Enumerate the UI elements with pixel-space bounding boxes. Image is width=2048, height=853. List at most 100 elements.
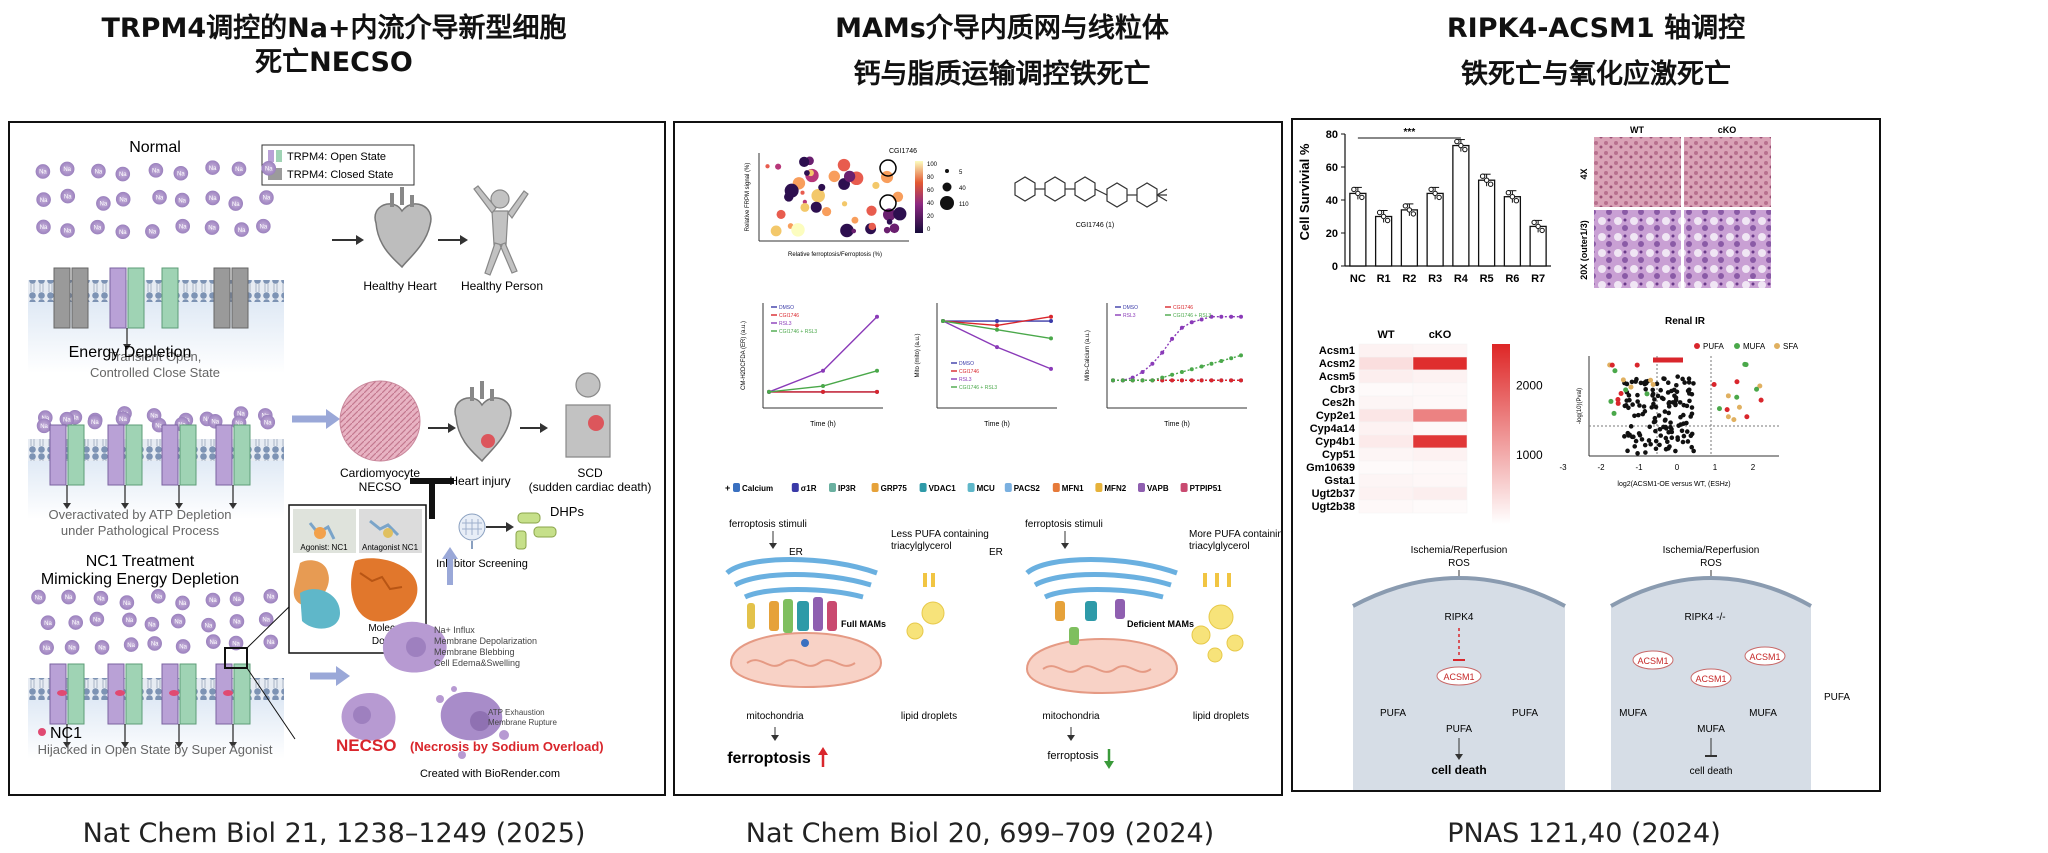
necso-subtitle: (Necrosis by Sodium Overload) xyxy=(410,739,604,754)
volcano-point xyxy=(1638,380,1644,386)
size-legend-label: 5 xyxy=(959,170,963,176)
volcano-point xyxy=(1666,401,1672,406)
ferroptosis-down-label: ferroptosis xyxy=(1047,750,1099,762)
volcano-point xyxy=(1653,428,1658,434)
volcano-point xyxy=(1686,376,1692,382)
nc1-label: NC1 xyxy=(50,725,82,742)
sodium-ion-label: Na xyxy=(209,598,217,604)
bar-category-label: NC xyxy=(1350,273,1366,285)
heatmap-cell xyxy=(1412,382,1468,397)
line-chart-ylabel: CM-H2DCFDA (ER) (a.u.) xyxy=(741,321,747,390)
volcano-point xyxy=(1625,448,1630,454)
bubble-point xyxy=(799,156,810,167)
bar-dot xyxy=(1359,194,1365,201)
trpm4-open-subunit xyxy=(233,424,251,486)
sodium-ion-label: Na xyxy=(64,194,72,200)
volcano-highlight-point xyxy=(1734,379,1740,385)
compound-structure xyxy=(1014,176,1168,208)
trpm4-open-subunit xyxy=(161,424,179,486)
sodium-ion xyxy=(259,190,274,205)
panel3-title-line2: 铁死亡与氧化应激死亡 xyxy=(1461,59,1731,90)
sodium-ion xyxy=(152,189,167,205)
volcano-point xyxy=(1640,411,1646,417)
sodium-ion-label: Na xyxy=(265,166,273,172)
bubble-point xyxy=(765,164,770,169)
sodium-ion xyxy=(89,611,105,627)
sodium-ion xyxy=(258,612,274,627)
heatmap-cell xyxy=(1358,473,1414,488)
volcano-highlight-point xyxy=(1736,404,1742,410)
nc1-treatment-label-1: NC1 Treatment xyxy=(86,553,195,570)
mams-schematic-deficient: ferroptosis stimuli ER Deficient MAMs Mo… xyxy=(989,519,1281,769)
volcano-xtick: -3 xyxy=(1559,463,1567,472)
ion-flow-arrowhead xyxy=(121,503,129,509)
full-mams-label: Full MAMs xyxy=(841,619,886,629)
bar-dot xyxy=(1483,177,1490,183)
line-point xyxy=(1160,350,1165,355)
heatmap-row-label: Acsm5 xyxy=(1319,371,1355,383)
heatmap-scale-tick: 2000 xyxy=(1516,379,1543,393)
volcano-point xyxy=(1657,442,1662,448)
volcano-point xyxy=(1679,428,1685,434)
sodium-ion-label: Na xyxy=(39,170,47,176)
bubble-point xyxy=(822,207,832,217)
mams-schematic-full: ferroptosis stimuli ER Full MAMs Less PU… xyxy=(725,519,989,767)
line-legend-entry: DMSO xyxy=(779,305,794,311)
bar-dot xyxy=(1479,173,1486,179)
volcano-point xyxy=(1682,380,1687,385)
bar-dot xyxy=(1436,194,1442,201)
sodium-ion-label: Na xyxy=(209,640,217,646)
ion-flow-arrowhead xyxy=(175,503,183,509)
bar-dot xyxy=(1513,198,1520,204)
sodium-ion xyxy=(175,218,191,234)
volcano-point xyxy=(1635,392,1640,398)
protein-swatch-icon xyxy=(1095,483,1103,492)
volcano-point xyxy=(1652,415,1658,421)
line-series xyxy=(1113,315,1241,382)
line-legend-entry: CGI1746 + RSL3 xyxy=(959,385,997,391)
volcano-point xyxy=(1668,424,1673,430)
sodium-ion xyxy=(61,589,76,605)
color-legend-tick: 100 xyxy=(927,162,938,168)
sodium-ion xyxy=(94,640,110,655)
sodium-ion-label: Na xyxy=(119,172,127,178)
bar-dot xyxy=(1351,186,1357,193)
acsm1-label-r1: ACSM1 xyxy=(1637,656,1668,666)
sodium-ion-label: Na xyxy=(94,225,102,231)
heatmap-cell xyxy=(1412,343,1468,358)
sodium-ion-label: Na xyxy=(64,229,72,235)
heatmap-cell xyxy=(1412,499,1468,514)
volcano-xtick: 1 xyxy=(1713,463,1718,472)
volcano-point xyxy=(1646,438,1652,443)
trpm4-open-subunit xyxy=(125,424,143,486)
bar-ytick-label: 80 xyxy=(1326,129,1338,141)
hijacked-label: Hijacked in Open State by Super Agonist xyxy=(38,742,273,757)
bar-dot xyxy=(1355,190,1361,197)
bar-R3 xyxy=(1426,192,1444,267)
panel2-title-line1: MAMs介导内质网与线粒体 xyxy=(835,13,1169,44)
volcano-point xyxy=(1651,401,1656,407)
trpm4-open-subunit xyxy=(67,663,85,725)
sodium-ion xyxy=(147,636,162,651)
bar-R4 xyxy=(1452,144,1470,267)
protein-swatch-icon xyxy=(1180,483,1188,492)
color-legend-tick: 80 xyxy=(927,175,934,181)
line-point xyxy=(1229,378,1234,383)
sodium-ion-label: Na xyxy=(209,166,217,172)
line-point xyxy=(941,319,945,324)
volcano-ylabel: -log(10)(Pval) xyxy=(1577,388,1583,424)
agonist-nc1-label: Agonist: NC1 xyxy=(300,543,348,552)
heatmap-row-label: Acsm2 xyxy=(1319,358,1355,370)
size-legend-dot xyxy=(942,182,952,192)
volcano-legend-label: PUFA xyxy=(1703,342,1725,351)
bar-dot xyxy=(1487,181,1494,187)
scd-label-2: (sudden cardiac death) xyxy=(529,480,652,494)
line-chart-xlabel: Time (h) xyxy=(1164,421,1190,428)
volcano-xtick: -2 xyxy=(1597,463,1605,472)
sodium-ion-label: Na xyxy=(119,417,127,423)
volcano-point xyxy=(1658,433,1664,438)
bar-dot xyxy=(1539,227,1545,234)
cardiomyocyte-icon xyxy=(339,380,421,462)
